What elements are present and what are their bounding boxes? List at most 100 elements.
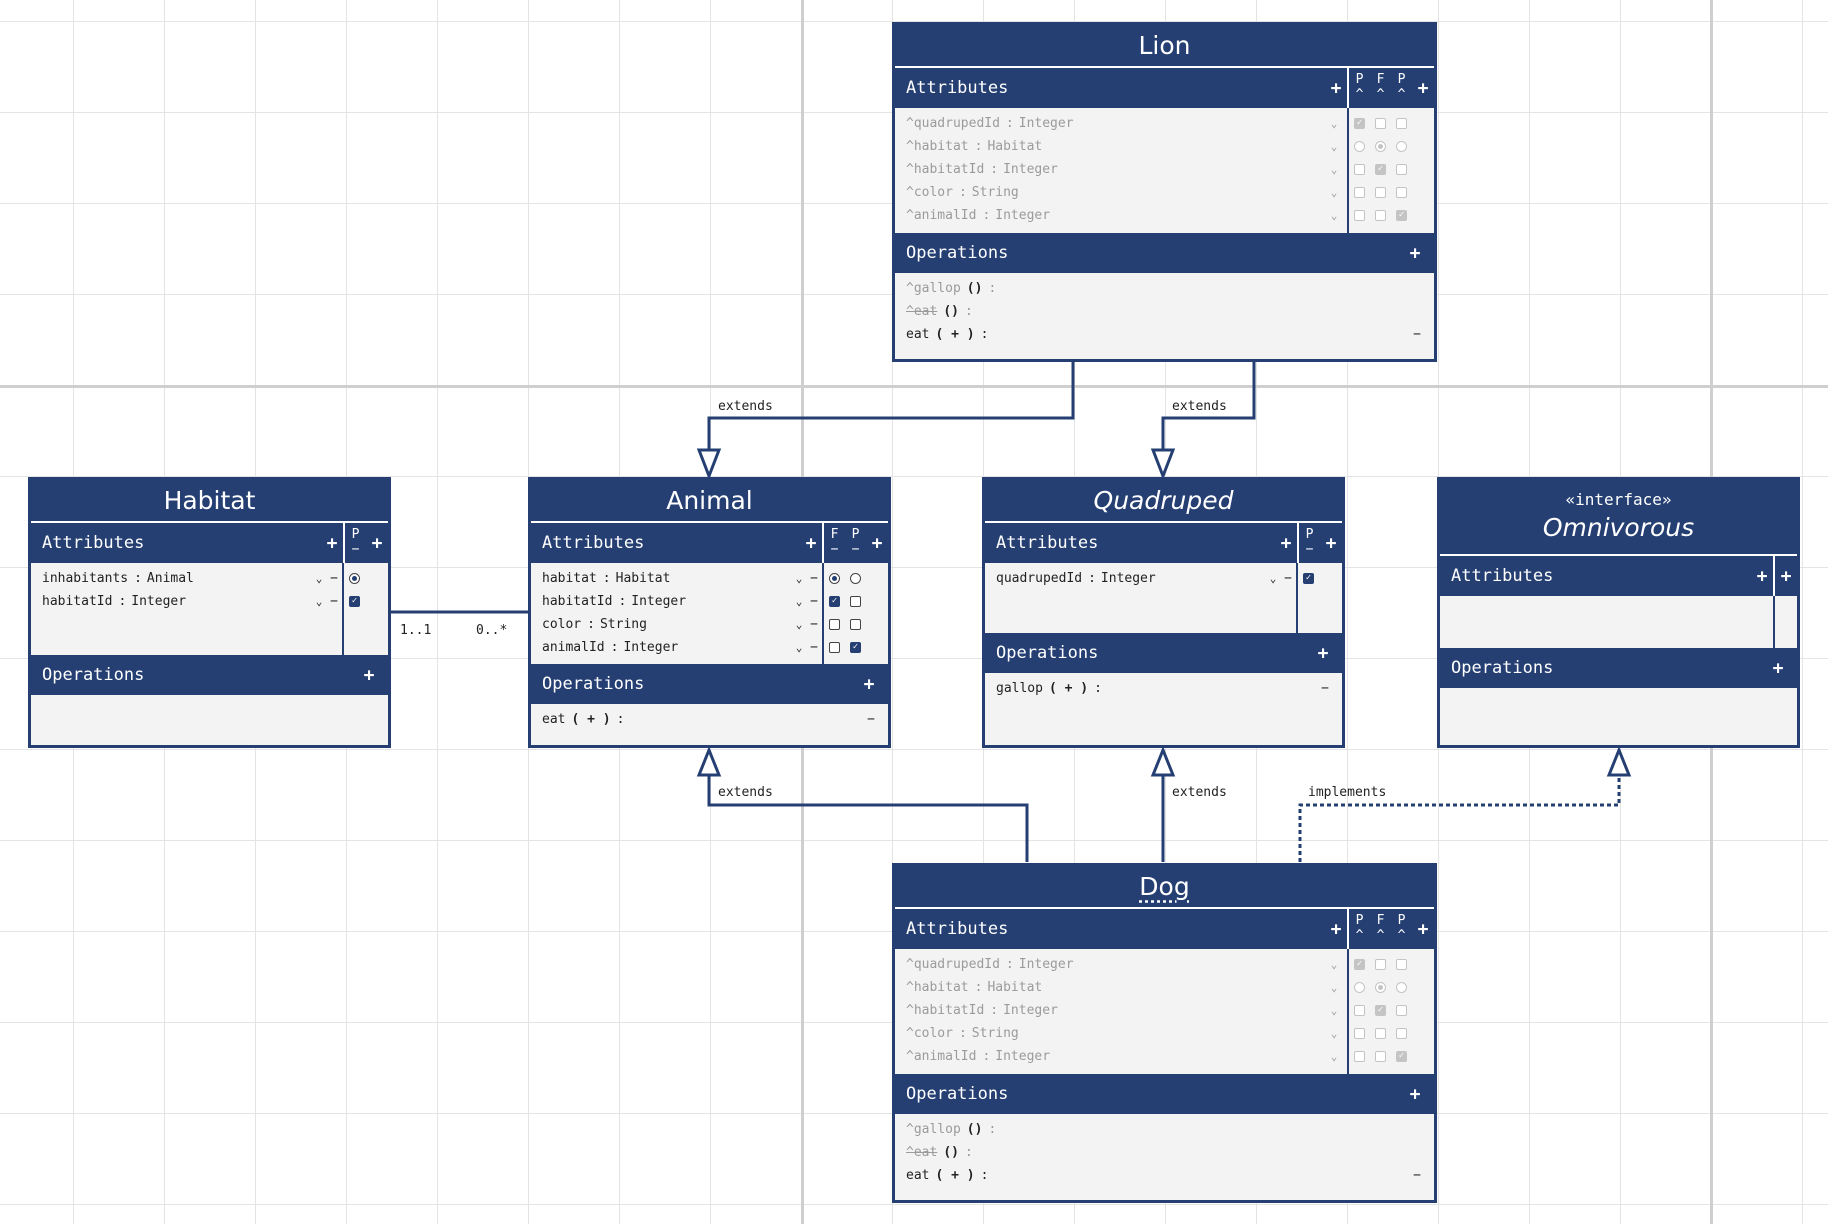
checkbox[interactable] — [1396, 1005, 1407, 1016]
checkbox[interactable] — [850, 619, 861, 630]
class-lion[interactable]: Lion Attributes + P^ F^ P^ + ^quadrupedI… — [892, 22, 1437, 362]
chevron-down-icon[interactable]: ⌄ — [795, 641, 803, 654]
checkbox[interactable] — [1375, 1028, 1386, 1039]
checkbox[interactable]: ✓ — [1354, 118, 1365, 129]
radio-button[interactable] — [850, 573, 861, 584]
attribute-row[interactable]: quadrupedId:Integer⌄− — [996, 567, 1296, 590]
checkbox[interactable]: ✓ — [1375, 164, 1386, 175]
checkbox[interactable] — [829, 642, 840, 653]
remove-attribute-button[interactable]: − — [330, 571, 338, 586]
checkbox[interactable]: ✓ — [829, 596, 840, 607]
checkbox[interactable] — [1354, 164, 1365, 175]
flag-header[interactable]: P^ — [1355, 913, 1364, 943]
checkbox[interactable]: ✓ — [1303, 573, 1314, 584]
operation-row[interactable]: gallop( + ):− — [996, 677, 1331, 700]
add-flag-button[interactable]: + — [1417, 77, 1429, 99]
class-title[interactable]: Habitat — [31, 480, 388, 523]
add-operation-button[interactable]: + — [1772, 657, 1784, 679]
checkbox[interactable]: ✓ — [1375, 1005, 1386, 1016]
checkbox[interactable] — [1396, 187, 1407, 198]
checkbox[interactable]: ✓ — [850, 642, 861, 653]
chevron-down-icon[interactable]: ⌄ — [1330, 209, 1338, 222]
radio-button[interactable] — [1354, 141, 1365, 152]
checkbox[interactable] — [1396, 164, 1407, 175]
flag-header[interactable]: F^ — [1376, 913, 1385, 943]
checkbox[interactable] — [850, 596, 861, 607]
attribute-row[interactable]: ^animalId:Integer⌄ — [906, 204, 1341, 227]
radio-button[interactable] — [1375, 141, 1386, 152]
attribute-row[interactable]: ^animalId:Integer⌄ — [906, 1045, 1341, 1068]
flag-header[interactable]: F− — [830, 527, 839, 557]
chevron-down-icon[interactable]: ⌄ — [1330, 117, 1338, 130]
radio-button[interactable] — [349, 573, 360, 584]
attribute-row[interactable]: ^color:String⌄ — [906, 181, 1341, 204]
radio-button[interactable] — [1354, 982, 1365, 993]
remove-operation-button[interactable]: − — [867, 712, 875, 727]
operation-row[interactable]: ^eat(): — [906, 304, 973, 319]
add-flag-button[interactable]: + — [1780, 565, 1792, 587]
operation-row[interactable]: ^gallop(): — [906, 281, 997, 296]
radio-button[interactable] — [829, 573, 840, 584]
remove-attribute-button[interactable]: − — [810, 571, 818, 586]
flag-header[interactable]: P^ — [1397, 72, 1406, 102]
add-operation-button[interactable]: + — [1317, 642, 1329, 664]
flag-header[interactable]: P− — [851, 527, 860, 557]
class-omnivorous[interactable]: «interface» Omnivorous Attributes + + Op… — [1437, 477, 1800, 748]
checkbox[interactable] — [1375, 210, 1386, 221]
add-operation-button[interactable]: + — [1409, 1083, 1421, 1105]
operation-row[interactable]: ^gallop(): — [906, 1122, 997, 1137]
remove-operation-button[interactable]: − — [1413, 327, 1421, 342]
chevron-down-icon[interactable]: ⌄ — [1330, 1027, 1338, 1040]
chevron-down-icon[interactable]: ⌄ — [1330, 186, 1338, 199]
checkbox[interactable] — [1354, 187, 1365, 198]
radio-button[interactable] — [1396, 141, 1407, 152]
operation-row[interactable]: ^eat(): — [906, 1145, 973, 1160]
class-title[interactable]: Lion — [895, 25, 1434, 68]
remove-attribute-button[interactable]: − — [810, 594, 818, 609]
chevron-down-icon[interactable]: ⌄ — [1330, 981, 1338, 994]
attribute-row[interactable]: habitatId:Integer⌄− — [542, 590, 822, 613]
chevron-down-icon[interactable]: ⌄ — [795, 595, 803, 608]
attribute-row[interactable]: habitat:Habitat⌄− — [542, 567, 822, 590]
add-operation-button[interactable]: + — [363, 664, 375, 686]
attribute-row[interactable]: inhabitants:Animal⌄− — [42, 567, 342, 590]
class-quadruped[interactable]: Quadruped Attributes + P− + quadrupedId:… — [982, 477, 1345, 748]
chevron-down-icon[interactable]: ⌄ — [315, 595, 323, 608]
chevron-down-icon[interactable]: ⌄ — [795, 618, 803, 631]
chevron-down-icon[interactable]: ⌄ — [1330, 958, 1338, 971]
chevron-down-icon[interactable]: ⌄ — [1269, 572, 1277, 585]
add-flag-button[interactable]: + — [371, 532, 383, 554]
chevron-down-icon[interactable]: ⌄ — [1330, 163, 1338, 176]
checkbox[interactable] — [1354, 1051, 1365, 1062]
attribute-row[interactable]: animalId:Integer⌄− — [542, 636, 822, 659]
checkbox[interactable] — [1396, 959, 1407, 970]
operation-row[interactable]: eat( + ):− — [906, 1164, 1423, 1187]
checkbox[interactable] — [1354, 210, 1365, 221]
class-title[interactable]: Quadruped — [985, 480, 1342, 523]
operation-row[interactable]: eat( + ):− — [542, 708, 877, 731]
add-attribute-button[interactable]: + — [1330, 77, 1342, 99]
checkbox[interactable] — [1375, 118, 1386, 129]
add-operation-button[interactable]: + — [1409, 242, 1421, 264]
remove-operation-button[interactable]: − — [1321, 681, 1329, 696]
add-flag-button[interactable]: + — [1325, 532, 1337, 554]
attribute-row[interactable]: ^habitat:Habitat⌄ — [906, 135, 1341, 158]
checkbox[interactable] — [1396, 1028, 1407, 1039]
checkbox[interactable]: ✓ — [1354, 959, 1365, 970]
attribute-row[interactable]: ^habitatId:Integer⌄ — [906, 158, 1341, 181]
class-title-block[interactable]: «interface» Omnivorous — [1440, 480, 1797, 556]
radio-button[interactable] — [1375, 982, 1386, 993]
checkbox[interactable] — [1396, 118, 1407, 129]
attribute-row[interactable]: ^quadrupedId:Integer⌄ — [906, 953, 1341, 976]
attribute-row[interactable]: color:String⌄− — [542, 613, 822, 636]
radio-button[interactable] — [1396, 982, 1407, 993]
add-attribute-button[interactable]: + — [1756, 565, 1768, 587]
class-animal[interactable]: Animal Attributes + F− P− + habitat:Habi… — [528, 477, 891, 748]
checkbox[interactable]: ✓ — [349, 596, 360, 607]
add-flag-button[interactable]: + — [1417, 918, 1429, 940]
add-attribute-button[interactable]: + — [1330, 918, 1342, 940]
class-dog[interactable]: Dog Attributes + P^ F^ P^ + ^quadrupedId… — [892, 863, 1437, 1203]
add-attribute-button[interactable]: + — [326, 532, 338, 554]
chevron-down-icon[interactable]: ⌄ — [1330, 1050, 1338, 1063]
attribute-row[interactable]: ^habitatId:Integer⌄ — [906, 999, 1341, 1022]
